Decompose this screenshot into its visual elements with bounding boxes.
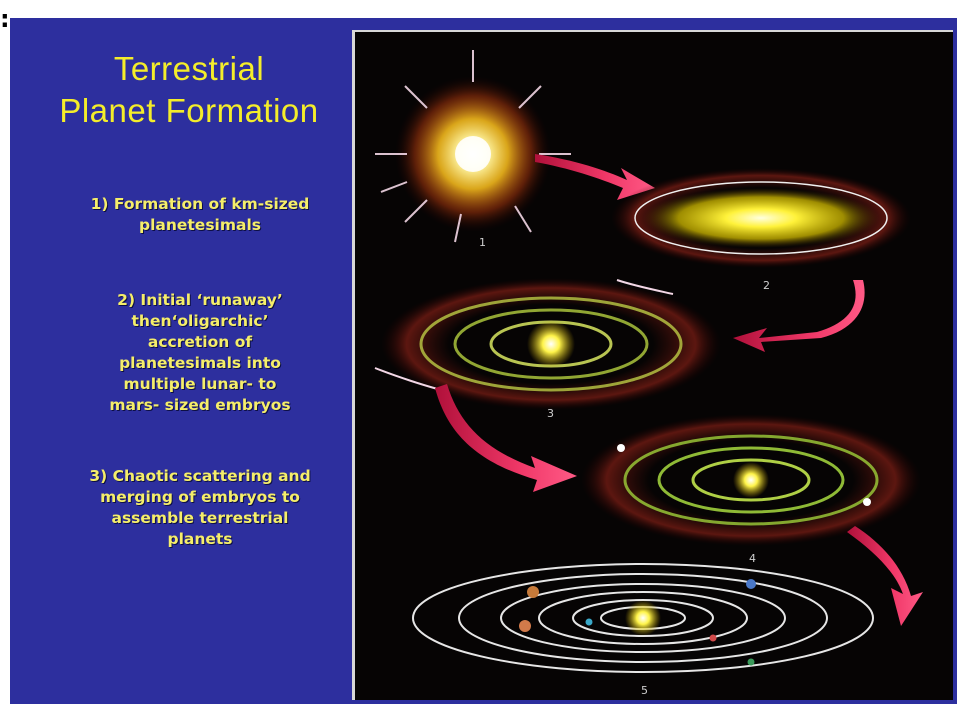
point-1: 1) Formation of km-sized planetesimals	[50, 194, 350, 236]
point-3: 3) Chaotic scattering and merging of emb…	[50, 466, 350, 550]
stage-3-planetesimal-disk: 3	[374, 278, 721, 420]
title-line-2: Planet Formation	[59, 92, 319, 129]
point-2-line: 2) Initial ‘runaway’	[117, 291, 283, 309]
point-3-line: planets	[167, 530, 233, 548]
point-3-line: assemble terrestrial	[111, 509, 289, 527]
point-2: 2) Initial ‘runaway’ then‘oligarchic’ ac…	[50, 290, 350, 416]
planet-icon	[746, 579, 756, 589]
point-2-line: multiple lunar- to	[123, 375, 277, 393]
point-1-line: planetesimals	[138, 216, 262, 234]
arrow-4-to-5	[847, 526, 923, 626]
point-2-line: planetesimals into	[119, 354, 281, 372]
planet-icon	[709, 634, 717, 642]
figure-svg: 1 2 3	[374, 50, 923, 697]
stage-label-2: 2	[763, 279, 770, 292]
planet-icon	[527, 586, 539, 598]
stage-label-3: 3	[547, 407, 554, 420]
slide-title: Terrestrial Planet Formation	[28, 48, 350, 132]
point-2-line: accretion of	[147, 333, 253, 351]
arrow-1-to-2	[535, 154, 655, 200]
arrow-2-to-3	[733, 280, 865, 352]
title-line-1: Terrestrial	[113, 50, 265, 87]
header-colon: :	[0, 5, 10, 30]
point-3-line: merging of embryos to	[100, 488, 300, 506]
stage-label-4: 4	[749, 552, 756, 565]
point-2-line: mars- sized embryos	[109, 396, 291, 414]
planet-icon	[519, 620, 531, 632]
planet-formation-figure: 1 2 3	[352, 30, 953, 700]
stage-2-protoplanetary-disk: 2	[611, 168, 911, 292]
planet-icon	[585, 618, 593, 626]
point-1-line: 1) Formation of km-sized	[90, 195, 310, 213]
stage-4-embryo-disk: 4	[581, 414, 921, 565]
point-2-line: then‘oligarchic’	[131, 312, 269, 330]
slide: Terrestrial Planet Formation 1) Formatio…	[10, 18, 957, 704]
stage-label-1: 1	[479, 236, 486, 249]
central-sun	[625, 600, 661, 636]
stage-1-collapsing-cloud: 1	[375, 50, 571, 249]
arrow-3-to-4	[435, 384, 577, 492]
stage-label-5: 5	[641, 684, 648, 697]
planet-icon	[747, 658, 755, 666]
point-3-line: 3) Chaotic scattering and	[89, 467, 311, 485]
